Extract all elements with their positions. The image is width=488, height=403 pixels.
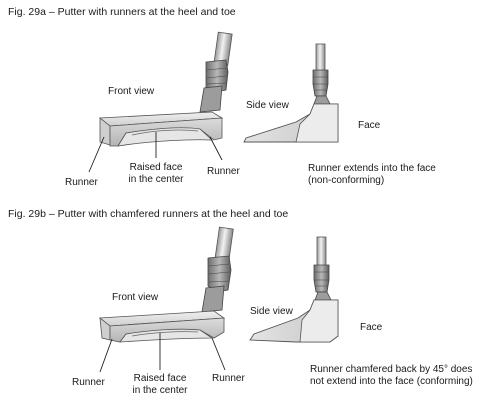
note-line-1-b: Runner chamfered back by 45° does	[310, 364, 473, 375]
note-line-2-a: (non-conforming)	[308, 175, 385, 186]
face-label-b: Face	[360, 322, 383, 333]
raised-face-line-2-a: in the center	[128, 174, 184, 185]
raised-face-line-1-b: Raised face	[133, 373, 187, 384]
face-label-a: Face	[358, 120, 381, 131]
side-view-label-b: Side view	[250, 306, 293, 317]
raised-face-line-2-b: in the center	[132, 385, 188, 396]
front-putter-b	[98, 226, 234, 343]
raised-face-label-b: Raised face in the center	[130, 373, 190, 397]
fig-29a-title: Fig. 29a – Putter with runners at the he…	[8, 6, 236, 18]
raised-face-line-1-a: Raised face	[129, 162, 183, 173]
runner-right-label-b: Runner	[212, 373, 245, 384]
note-line-1-a: Runner extends into the face	[308, 163, 436, 174]
note-line-2-b: not extend into the face (conforming)	[310, 376, 473, 387]
side-putter-b	[249, 236, 339, 343]
runner-left-label-b: Runner	[72, 377, 105, 388]
leaders-a	[88, 132, 223, 173]
note-b: Runner chamfered back by 45° does not ex…	[310, 364, 473, 388]
runner-right-label-a: Runner	[207, 166, 240, 177]
side-putter-a	[243, 43, 339, 143]
side-view-label-a: Side view	[246, 100, 289, 111]
front-view-label-a: Front view	[108, 86, 155, 97]
raised-face-label-a: Raised face in the center	[126, 162, 186, 186]
leaders-b	[99, 333, 226, 373]
note-a: Runner extends into the face (non-confor…	[308, 163, 436, 187]
front-view-label-b: Front view	[112, 292, 159, 303]
fig-29b-title: Fig. 29b – Putter with chamfered runners…	[8, 208, 289, 220]
runner-left-label-a: Runner	[65, 177, 98, 188]
front-putter-a	[98, 31, 233, 147]
